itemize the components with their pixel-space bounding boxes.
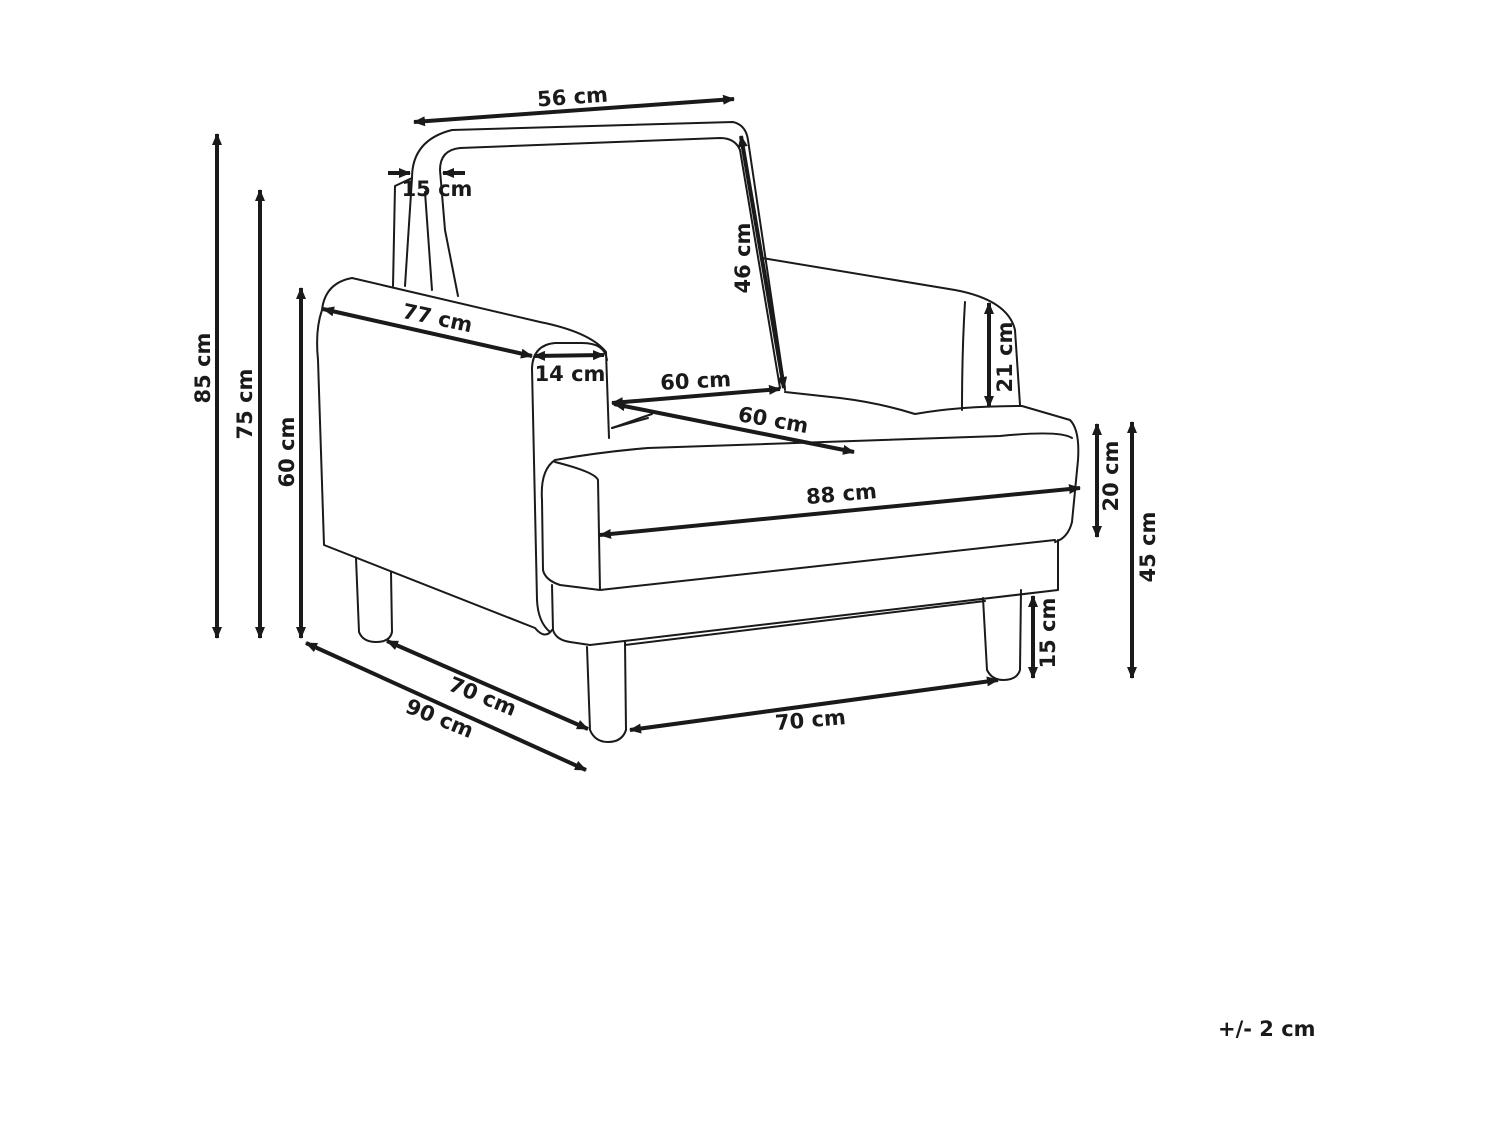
label-back-height: 75 cm <box>233 369 257 440</box>
dim-line-armrest-length <box>322 306 533 359</box>
label-seat-width: 60 cm <box>660 367 732 395</box>
front-right-leg <box>982 589 1022 681</box>
label-back-cushion-height: 46 cm <box>731 223 755 294</box>
label-armrest-cushion-height: 21 cm <box>993 322 1017 393</box>
left-armrest <box>316 277 610 636</box>
dim-line-seat-width <box>611 384 781 408</box>
seat-back-edge <box>611 391 1080 543</box>
armchair-outline <box>316 121 1080 743</box>
label-back-width: 56 cm <box>536 83 608 112</box>
dim-line-back-width <box>413 94 735 127</box>
back-cushion <box>424 137 781 389</box>
label-back-thickness: 15 cm <box>402 177 473 201</box>
front-left-leg <box>586 641 627 743</box>
dim-line-armrest-width <box>533 350 605 361</box>
label-armrest-width: 14 cm <box>535 362 606 386</box>
dimension-labels: 85 cm 75 cm 60 cm 56 cm 15 cm 46 cm 77 c… <box>191 83 1160 743</box>
dim-line-total-depth <box>305 641 587 772</box>
dim-line-leg-span-width <box>629 676 999 734</box>
backrest-frame <box>411 121 786 391</box>
dim-line-back-cushion-height <box>737 135 788 389</box>
right-armrest <box>761 257 1021 411</box>
label-total-width: 88 cm <box>805 479 878 509</box>
back-left-leg <box>355 557 393 643</box>
label-leg-height: 15 cm <box>1036 598 1060 669</box>
label-seat-cushion-height: 20 cm <box>1099 441 1123 512</box>
seat-base <box>551 539 1059 646</box>
dimension-lines <box>212 94 1137 772</box>
label-seat-height: 45 cm <box>1136 512 1160 583</box>
dim-line-total-width <box>599 484 1081 539</box>
back-right-leg <box>624 600 986 646</box>
label-leg-span-width: 70 cm <box>774 705 847 735</box>
tolerance-note: +/- 2 cm <box>1218 1017 1316 1041</box>
dim-line-seat-depth <box>613 401 855 455</box>
label-armrest-height: 60 cm <box>275 417 299 488</box>
label-total-height: 85 cm <box>191 333 215 404</box>
backrest-side <box>392 177 413 287</box>
